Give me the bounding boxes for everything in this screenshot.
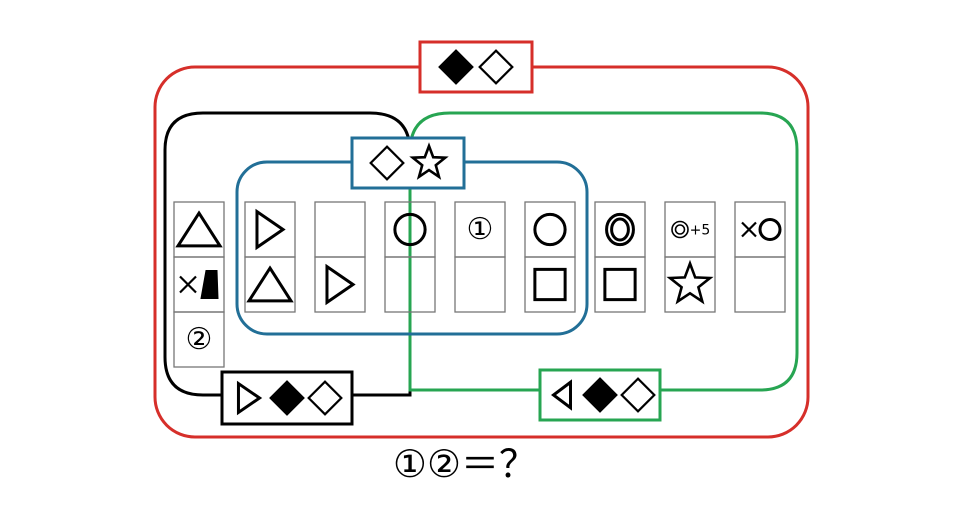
outline-diamond-icon: [307, 380, 343, 416]
star-icon: [409, 142, 449, 180]
grid-cell: [173, 201, 225, 258]
double-circle-outer-icon: [671, 220, 689, 239]
black-group-outline: [163, 111, 412, 397]
outline-diamond-icon: [369, 145, 405, 181]
cell-column: [384, 201, 436, 313]
triangle-right-icon: [236, 380, 263, 416]
grid-cell: [314, 201, 366, 258]
cell-column: [594, 201, 646, 313]
grid-cell: [734, 256, 786, 313]
triangle-up-icon: [175, 210, 223, 248]
double-circle-inner-icon: [674, 224, 686, 235]
double-oval-outer-icon: [605, 212, 635, 247]
cell-column: ②: [173, 201, 225, 368]
star-icon: [666, 259, 714, 305]
grid-cell: [314, 256, 366, 313]
grid-cell: [524, 256, 576, 313]
blue-group-label: [350, 136, 466, 190]
outline-diamond-icon: [620, 377, 656, 413]
grid-cell: [384, 256, 436, 313]
cell-column: [734, 201, 786, 313]
label-frame: [350, 136, 466, 190]
grid-cell: [244, 256, 296, 313]
triangle-right-icon: [255, 208, 286, 251]
triangle-up-icon: [246, 265, 294, 303]
cell-column: [524, 201, 576, 313]
x-cross-icon: [179, 275, 197, 294]
question-text: ①②＝？: [393, 442, 537, 486]
plus5-text: +5: [690, 223, 711, 239]
circle-icon: [758, 218, 782, 241]
grid-cell: [244, 201, 296, 258]
grid-cell: [173, 311, 225, 368]
label-frame: [418, 40, 534, 94]
circled-2-text: ②: [186, 322, 213, 357]
circled-1-text: ①: [467, 212, 494, 247]
square-icon: [603, 267, 637, 302]
filled-trapezoid-icon: [200, 270, 219, 299]
green-group-outline: [408, 111, 799, 392]
square-icon: [533, 267, 567, 302]
x-cross-icon: [741, 221, 757, 238]
grid-cell: [454, 256, 506, 313]
grid-cell: [594, 201, 646, 258]
grid-cell: [594, 256, 646, 313]
double-oval-inner-icon: [610, 217, 630, 242]
red-group-label: [418, 40, 534, 94]
grid-cell: [664, 256, 716, 313]
filled-diamond-icon: [438, 49, 474, 85]
circle-icon: [393, 212, 427, 247]
circle-icon: [533, 212, 567, 247]
cell-column: [314, 201, 366, 313]
green-group-label: [538, 368, 662, 422]
filled-diamond-icon: [269, 380, 305, 416]
cell-column: +5: [664, 201, 716, 313]
cell-column: [244, 201, 296, 313]
outline-diamond-icon: [478, 49, 514, 85]
cell-column: ①: [454, 201, 506, 313]
grid-cell: [524, 201, 576, 258]
triangle-left-icon: [551, 379, 572, 411]
filled-diamond-icon: [582, 377, 618, 413]
cell-grid: ② ① +5: [173, 201, 786, 368]
triangle-right-icon: [325, 263, 356, 306]
black-group-label: [220, 370, 354, 426]
